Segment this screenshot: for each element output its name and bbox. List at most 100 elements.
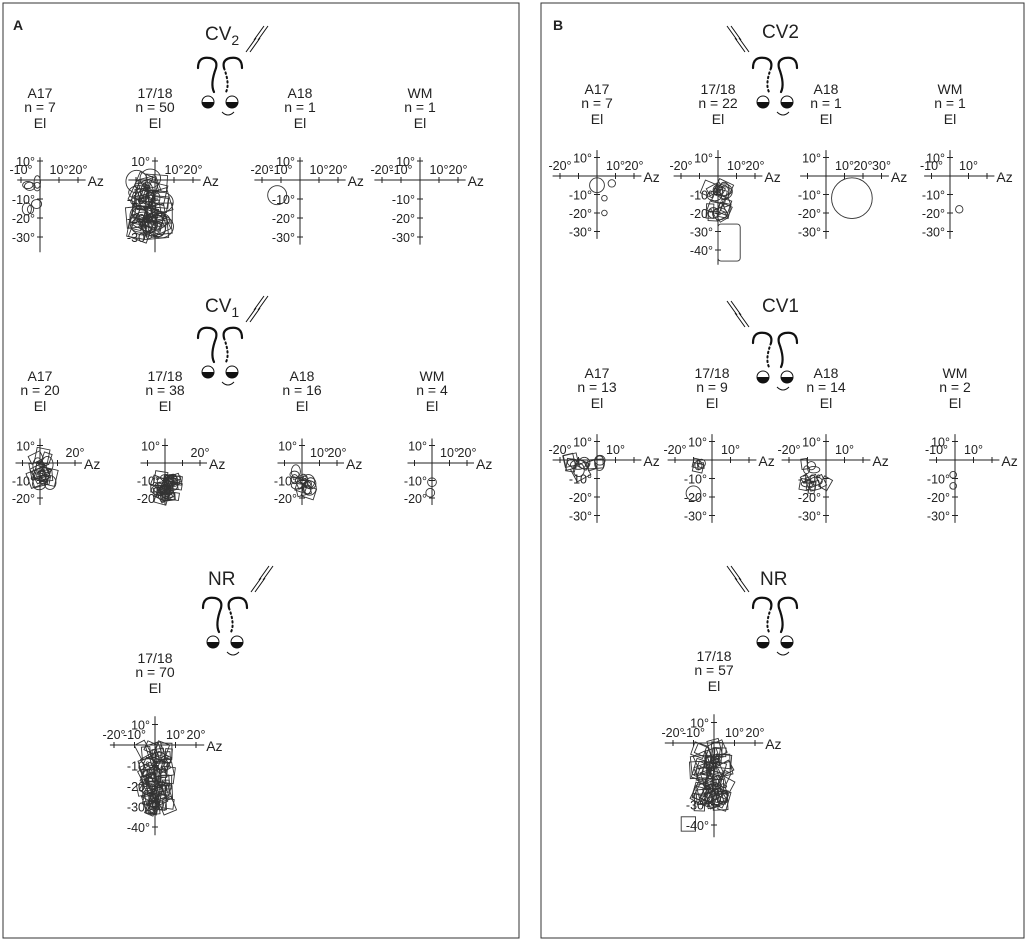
- rf-outline: [21, 202, 32, 216]
- rf-plot-17-18: 17/18n = 22ElAz-20°10°20°10°-10°-20°-30°…: [669, 81, 781, 265]
- rf-outline: [719, 184, 730, 201]
- y-tick-label: -20°: [392, 212, 415, 226]
- rf-outline: [135, 782, 149, 797]
- y-axis-label: El: [591, 111, 603, 127]
- cell-count: n = 16: [282, 382, 322, 398]
- left-pathway: [766, 342, 772, 368]
- x-tick-label: 20°: [191, 446, 210, 460]
- x-tick-label: 20°: [184, 163, 203, 177]
- x-axis-label: Az: [758, 453, 774, 469]
- electrode-schematic: [196, 295, 269, 386]
- y-tick-label: -10°: [922, 189, 945, 203]
- panel-b-letter: B: [553, 17, 563, 33]
- electrode-icon: [245, 25, 265, 53]
- receptive-field-cluster: [124, 168, 174, 244]
- rf-outline: [717, 223, 741, 262]
- hemisphere-outline: [751, 331, 799, 345]
- condition-name: NR: [208, 569, 235, 590]
- rf-outline: [955, 205, 964, 214]
- receptive-field-cluster: [689, 737, 736, 812]
- x-axis-label: Az: [209, 456, 225, 472]
- cell-count: n = 38: [145, 382, 185, 398]
- x-axis-label: Az: [891, 169, 907, 185]
- x-tick-label: -10°: [123, 728, 146, 742]
- cell-count: n = 7: [24, 99, 56, 115]
- y-tick-label: -30°: [686, 799, 709, 813]
- condition-label: CV2: [205, 24, 239, 48]
- y-tick-label: -30°: [690, 226, 713, 240]
- hemisphere-outline: [196, 326, 244, 340]
- y-tick-label: 10°: [688, 436, 707, 450]
- x-tick-label: -20°: [777, 443, 800, 457]
- hemisphere-outline: [196, 56, 244, 70]
- cell-count: n = 1: [934, 95, 966, 111]
- y-tick-label: -20°: [12, 212, 35, 226]
- area-label: 17/18: [694, 365, 729, 381]
- condition-subscript: 1: [231, 304, 239, 320]
- rf-plot-17-18: 17/18n = 70ElAz-20°-10°10°20°10°-10°-20°…: [102, 650, 223, 836]
- rf-outline: [162, 473, 175, 483]
- rf-outline: [949, 482, 957, 490]
- cell-count: n = 7: [581, 95, 613, 111]
- y-tick-label: 10°: [926, 152, 945, 166]
- y-tick-label: 10°: [690, 717, 709, 731]
- rf-outline: [707, 210, 719, 222]
- x-tick-label: 20°: [329, 163, 348, 177]
- rf-outline: [166, 481, 183, 491]
- x-tick-label: -20°: [669, 159, 692, 173]
- rf-outline: [27, 450, 45, 465]
- rf-outline: [144, 219, 173, 237]
- x-axis-label: Az: [346, 456, 362, 472]
- area-label: 17/18: [137, 650, 172, 666]
- rf-outline: [36, 470, 48, 481]
- x-axis-label: Az: [996, 169, 1012, 185]
- x-axis-label: Az: [476, 456, 492, 472]
- y-tick-label: 10°: [802, 152, 821, 166]
- right-pathway: [777, 341, 784, 369]
- condition-name: CV: [205, 24, 232, 45]
- y-tick-label: -10°: [569, 189, 592, 203]
- rf-outline: [799, 473, 810, 484]
- condition-label: NR: [760, 569, 787, 590]
- x-tick-label: 20°: [458, 446, 477, 460]
- y-tick-label: -30°: [569, 510, 592, 524]
- rf-outline: [156, 755, 172, 774]
- x-tick-label: 20°: [625, 159, 644, 173]
- y-tick-label: -30°: [684, 510, 707, 524]
- area-label: A17: [585, 365, 610, 381]
- receptive-field-cluster: [133, 739, 178, 817]
- y-tick-label: -20°: [569, 207, 592, 221]
- rf-outline: [22, 181, 34, 190]
- y-tick-label: 10°: [396, 155, 415, 169]
- rf-outline: [300, 484, 318, 501]
- x-axis-label: Az: [88, 173, 104, 189]
- rf-outline: [691, 457, 701, 469]
- area-label: 17/18: [147, 368, 182, 384]
- electrode-icon: [254, 565, 274, 593]
- x-tick-label: 10°: [606, 443, 625, 457]
- receptive-field-cluster: [798, 457, 834, 495]
- electrode-icon: [730, 565, 750, 593]
- y-axis-label: El: [159, 398, 171, 414]
- y-tick-label: -20°: [404, 492, 427, 506]
- cell-count: n = 9: [696, 379, 728, 395]
- x-tick-label: 20°: [66, 446, 85, 460]
- y-tick-label: -10°: [12, 475, 35, 489]
- electrode-icon: [250, 565, 270, 593]
- area-label: WM: [420, 368, 445, 384]
- y-tick-label: -10°: [684, 473, 707, 487]
- y-tick-label: -30°: [392, 231, 415, 245]
- pupil-shade: [226, 102, 238, 108]
- y-axis-label: El: [414, 115, 426, 131]
- receptive-field-cluster: [25, 446, 59, 491]
- y-axis-label: El: [706, 395, 718, 411]
- rf-outline: [32, 457, 43, 475]
- electrode-schematic: [196, 25, 269, 116]
